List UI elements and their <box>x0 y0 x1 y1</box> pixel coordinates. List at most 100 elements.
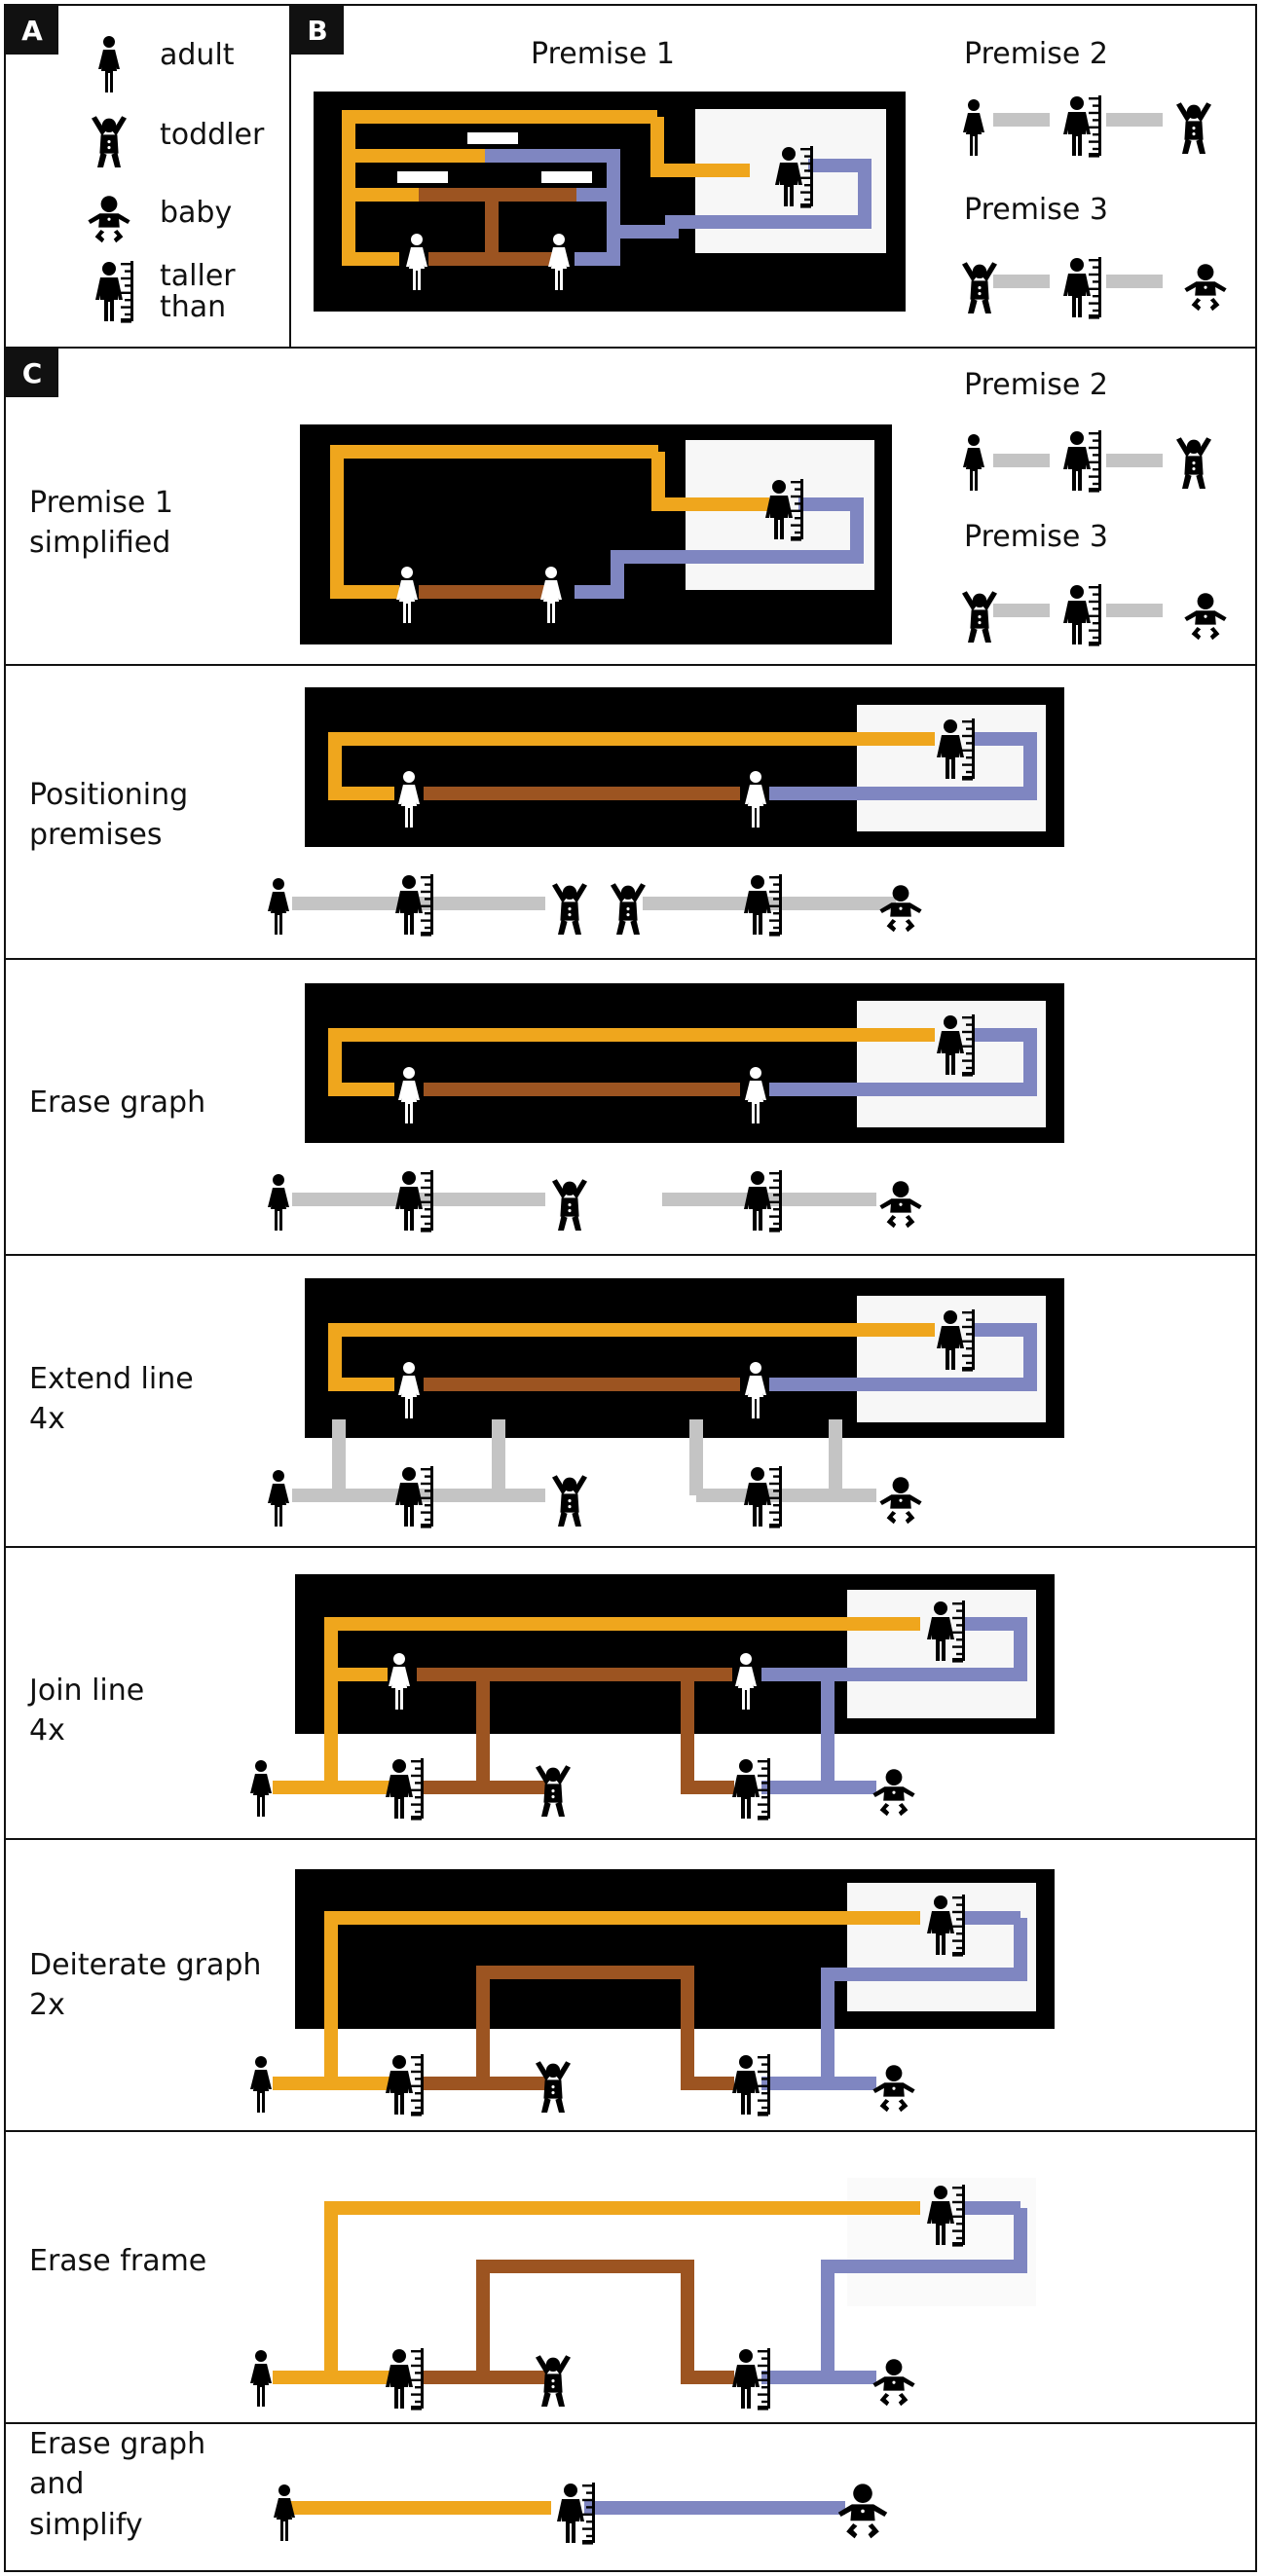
premise-2-line <box>993 454 1050 467</box>
orange-line <box>324 2201 920 2377</box>
baby-icon <box>879 1181 922 1229</box>
panel-c-tag: C <box>6 349 58 397</box>
orange-line <box>324 1617 920 1681</box>
step-label-extend-line: Extend line 4x <box>29 1362 194 1437</box>
taller-than-icon <box>744 874 782 937</box>
taller-than-icon <box>937 1309 975 1372</box>
legend-label-baby: baby <box>160 196 233 230</box>
baby-icon <box>837 2484 888 2539</box>
panel-b-tag: B <box>291 6 344 55</box>
taller-than-icon <box>937 1014 975 1077</box>
taller-than-icon <box>395 874 433 937</box>
premise-1-small-frame <box>467 132 518 144</box>
orange-line <box>324 1911 920 2083</box>
panel-a-tag: A <box>6 6 58 55</box>
orange-line <box>328 1028 925 1096</box>
brown-line <box>476 2260 734 2384</box>
toddler-icon <box>962 591 997 643</box>
adult-icon <box>745 1067 766 1123</box>
legend-label-toddler: toddler <box>160 118 265 152</box>
taller-than-icon <box>927 2185 965 2247</box>
premise-2-title: Premise 2 <box>964 37 1108 71</box>
adult-icon <box>963 99 984 156</box>
taller-than-icon <box>95 261 133 323</box>
premise-2-line <box>1106 113 1163 127</box>
toddler-icon <box>552 883 587 935</box>
adult-icon <box>250 1760 272 1817</box>
orange-line <box>328 732 925 800</box>
taller-than-icon <box>937 718 975 781</box>
toddler-icon <box>536 1765 571 1817</box>
taller-than-icon <box>395 1170 433 1233</box>
toddler-icon <box>962 262 997 313</box>
step-label-deiterate-graph: Deiterate graph 2x <box>29 1948 262 2023</box>
baby-icon <box>872 2065 915 2113</box>
taller-than-icon <box>744 1170 782 1233</box>
adult-icon <box>540 567 562 623</box>
premise-2-line <box>1106 454 1163 467</box>
brown-line <box>681 1674 734 1794</box>
step-label-positioning-premises: Positioning premises <box>29 778 189 853</box>
adult-icon <box>389 1653 410 1710</box>
premise-1-small-frame <box>541 171 592 183</box>
adult-icon <box>98 36 120 92</box>
taller-than-icon <box>927 1601 965 1663</box>
taller-than-icon <box>1063 430 1101 493</box>
premise-3-line <box>1106 275 1163 288</box>
c-premise-3-title: Premise 3 <box>964 520 1108 554</box>
taller-than-icon <box>732 1758 770 1821</box>
blue-line <box>769 732 1037 800</box>
step-label-join-line: Join line 4x <box>29 1674 145 1748</box>
taller-than-icon <box>1063 257 1101 319</box>
taller-than-icon <box>775 146 813 208</box>
adult-icon <box>268 1470 289 1527</box>
adult-icon <box>745 771 766 828</box>
toddler-icon <box>1176 102 1211 154</box>
baby-icon <box>879 885 922 933</box>
taller-than-icon <box>1063 584 1101 646</box>
blue-line <box>575 497 864 599</box>
adult-icon <box>398 1067 420 1123</box>
toddler-icon <box>536 2061 571 2113</box>
blue-line <box>485 149 620 202</box>
step-label-premise-1-simplified: Premise 1 simplified <box>29 486 173 561</box>
premise-2-line <box>993 113 1050 127</box>
blue-line <box>769 1323 1037 1391</box>
taller-than-icon <box>927 1895 965 1957</box>
blue-line <box>821 1918 1027 2090</box>
adult-icon <box>268 1174 289 1231</box>
taller-than-icon <box>732 2348 770 2410</box>
adult-icon <box>250 2350 272 2407</box>
taller-than-icon <box>386 2054 424 2116</box>
blue-line <box>769 1028 1037 1096</box>
orange-line <box>650 117 750 177</box>
taller-than-icon <box>765 479 803 541</box>
adult-icon <box>250 2056 272 2113</box>
taller-than-icon <box>744 1466 782 1528</box>
premise-3-line <box>993 275 1050 288</box>
premise-3-line <box>993 604 1050 617</box>
premise-1-title: Premise 1 <box>531 37 675 71</box>
premise-3-title: Premise 3 <box>964 193 1108 227</box>
toddler-icon <box>92 116 127 167</box>
toddler-icon <box>536 2355 571 2407</box>
brown-line <box>476 1966 734 2090</box>
toddler-icon <box>552 1475 587 1527</box>
adult-icon <box>396 567 418 623</box>
taller-than-icon <box>395 1466 433 1528</box>
adult-icon <box>398 1362 420 1418</box>
baby-icon <box>1184 264 1227 312</box>
adult-icon <box>398 771 420 828</box>
adult-icon <box>268 878 289 935</box>
adult-icon <box>406 234 427 290</box>
baby-icon <box>872 2359 915 2407</box>
adult-icon <box>735 1653 757 1710</box>
premise-3-line <box>1106 604 1163 617</box>
adult-icon <box>274 2484 295 2541</box>
taller-than-icon <box>386 1758 424 1821</box>
orange-line <box>651 452 769 511</box>
c-premise-2-title: Premise 2 <box>964 368 1108 402</box>
adult-icon <box>745 1362 766 1418</box>
